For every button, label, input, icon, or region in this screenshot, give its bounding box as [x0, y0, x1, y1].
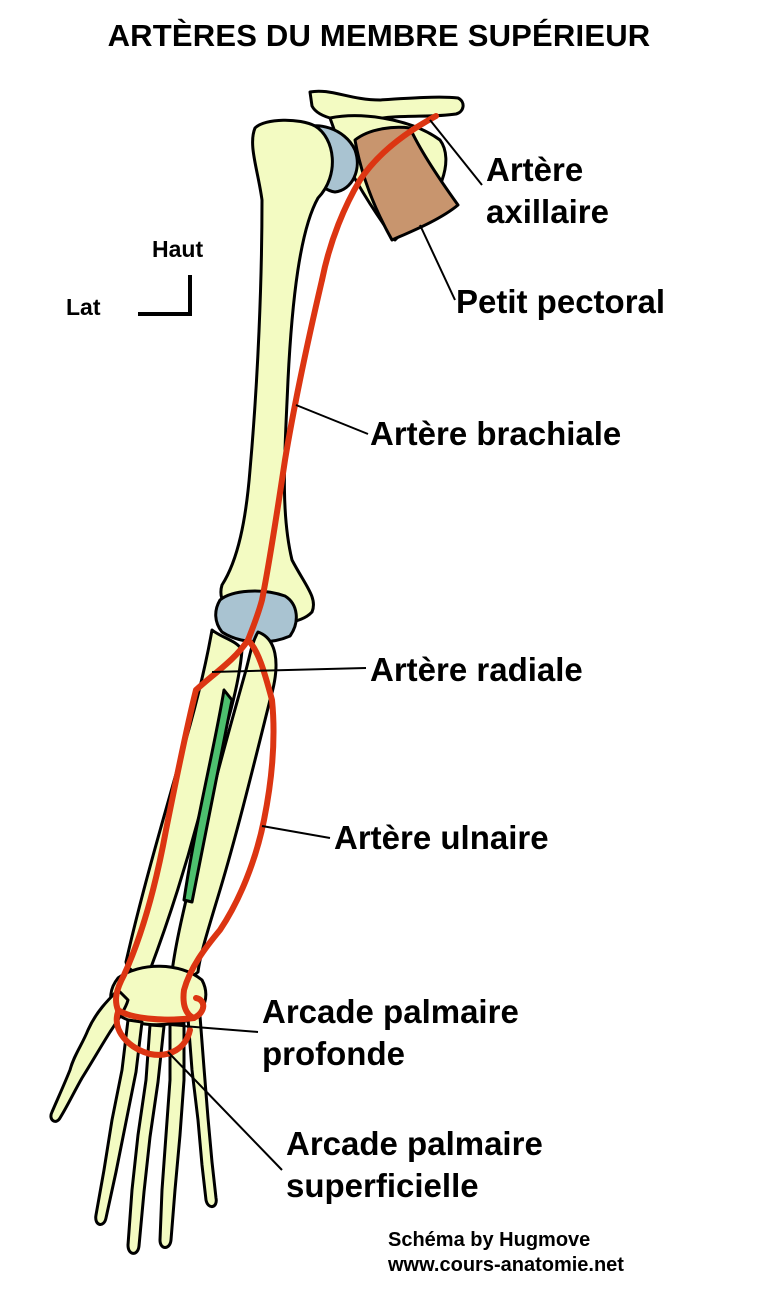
- leader-pectoralis: [419, 224, 456, 301]
- credit-author: Schéma by Hugmove: [388, 1229, 591, 1251]
- label-axillary-artery-2: axillaire: [486, 193, 609, 230]
- leader-superficial-arch: [167, 1051, 283, 1171]
- radial-artery: [113, 637, 251, 1013]
- label-superficial-arch-2: superficielle: [286, 1167, 479, 1204]
- finger-ring: [158, 1022, 186, 1249]
- humerus: [219, 118, 334, 625]
- finger-little: [186, 1014, 218, 1208]
- finger-middle: [126, 1023, 166, 1255]
- leader-ulnar: [261, 825, 331, 839]
- ulnar-artery: [180, 637, 277, 1021]
- finger-index: [94, 1018, 144, 1226]
- orientation-marker: [138, 275, 192, 316]
- orientation-lateral-label: Lat: [66, 294, 101, 320]
- superficial-palmar-arch: [113, 1009, 193, 1058]
- brachial-artery: [245, 277, 325, 643]
- label-deep-arch-2: profonde: [262, 1035, 405, 1072]
- label-deep-arch-1: Arcade palmaire: [262, 993, 519, 1030]
- label-superficial-arch-1: Arcade palmaire: [286, 1125, 543, 1162]
- leader-deep-arch: [169, 1024, 259, 1033]
- label-ulnar-artery: Artère ulnaire: [334, 819, 549, 856]
- deep-palmar-arch: [115, 995, 207, 1023]
- axillary-artery: [319, 113, 439, 283]
- label-axillary-artery-1: Artère: [486, 151, 584, 188]
- credit-website: www.cours-anatomie.net: [388, 1254, 624, 1276]
- page-title: ARTÈRES DU MEMBRE SUPÉRIEUR: [107, 18, 651, 53]
- label-radial-artery: Artère radiale: [370, 651, 583, 688]
- label-pectoralis-minor: Petit pectoral: [456, 283, 666, 320]
- interosseous-membrane: [182, 688, 234, 904]
- leader-brachial: [295, 404, 369, 435]
- label-brachial-artery: Artère brachiale: [370, 415, 622, 452]
- thumb: [49, 988, 130, 1123]
- leader-radial: [211, 667, 367, 673]
- leader-axillary: [429, 119, 483, 186]
- orientation-up-label: Haut: [152, 236, 204, 262]
